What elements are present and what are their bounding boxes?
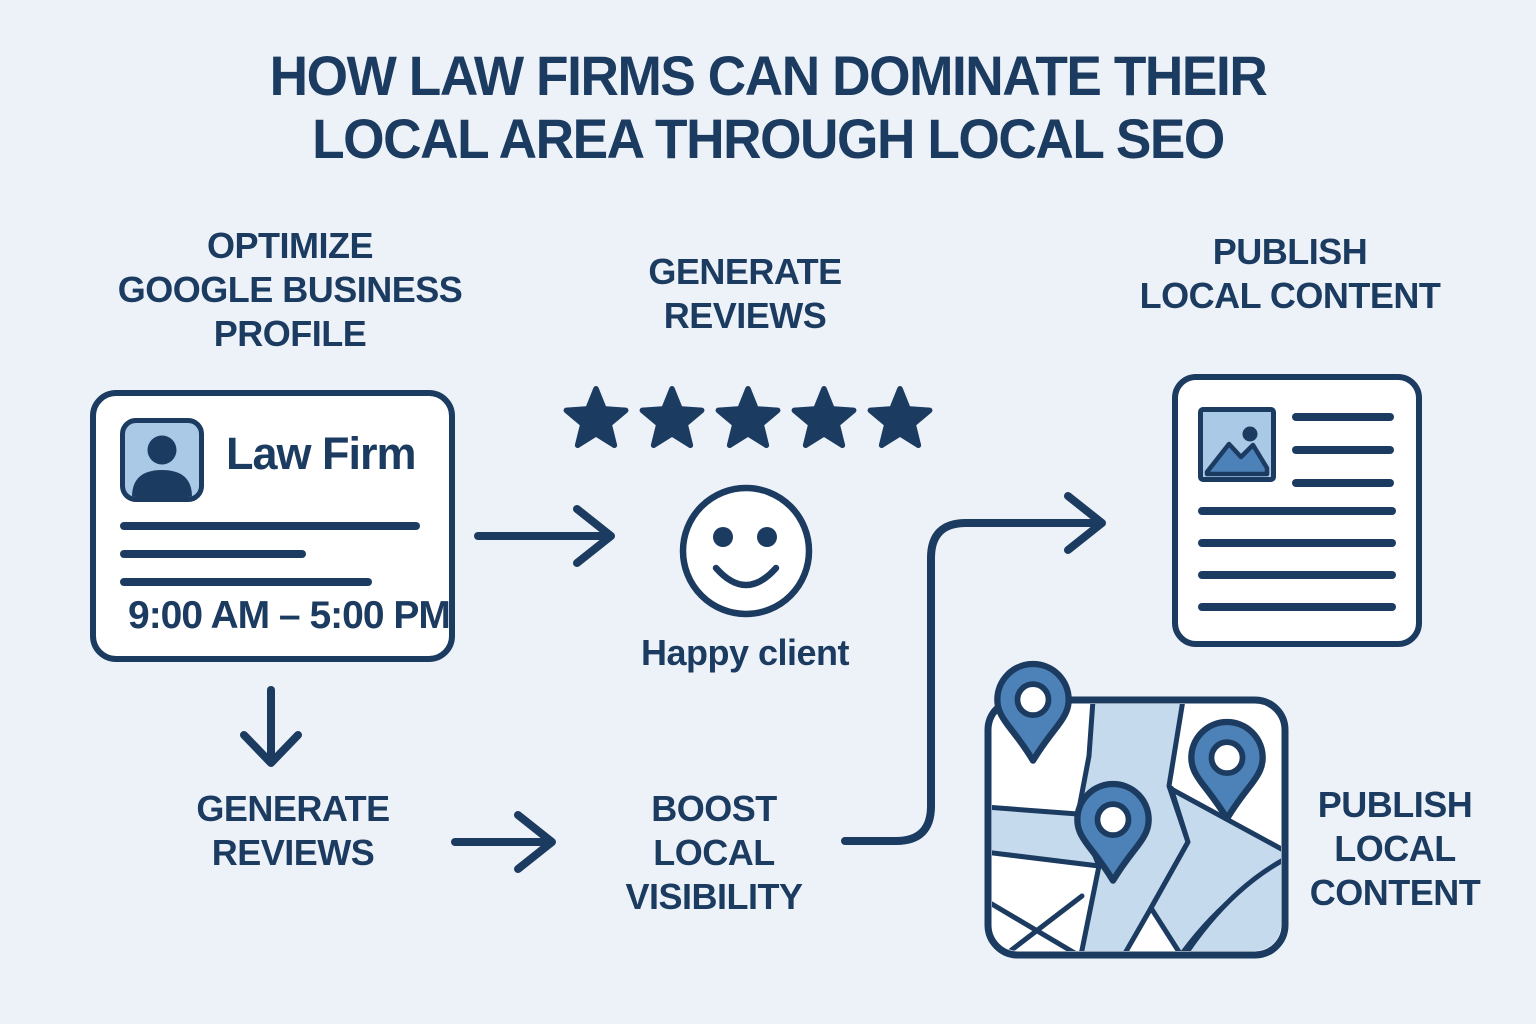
text-line-placeholder — [120, 550, 306, 558]
arrow-right-icon — [474, 505, 615, 567]
star-icon — [639, 386, 705, 449]
business-name: Law Firm — [226, 428, 417, 479]
arrow-down-icon — [240, 686, 302, 767]
star-icon — [563, 386, 629, 449]
article-text-line — [1292, 479, 1394, 487]
section-heading-publish-content: PUBLISH LOCAL CONTENT — [1139, 231, 1441, 316]
article-text-line — [1292, 446, 1394, 454]
star-rating — [552, 386, 944, 454]
flow-label-publish-content: PUBLISH LOCAL CONTENT — [1309, 784, 1481, 913]
flow-label-boost-visibility: BOOST LOCAL VISIBILITY — [625, 788, 803, 917]
person-avatar-icon — [120, 418, 204, 502]
business-profile-card: Law Firm 9:00 AM – 5:00 PM — [90, 390, 455, 662]
article-card — [1172, 374, 1422, 647]
text-line-placeholder — [120, 522, 420, 530]
section-heading-generate-reviews: GENERATE REVIEWS — [648, 251, 842, 336]
page-title: HOW LAW FIRMS CAN DOMINATE THEIR LOCAL A… — [269, 44, 1268, 171]
article-text-line — [1198, 539, 1396, 547]
image-placeholder-icon — [1198, 407, 1276, 482]
happy-client-caption: Happy client — [640, 632, 850, 673]
mountains-sun-icon — [1204, 426, 1270, 477]
flow-label-generate-reviews: GENERATE REVIEWS — [196, 788, 390, 873]
business-hours: 9:00 AM – 5:00 PM — [128, 594, 451, 637]
star-icon — [791, 386, 857, 449]
person-icon — [132, 435, 192, 497]
text-line-placeholder — [120, 578, 372, 586]
article-text-line — [1198, 571, 1396, 579]
section-heading-optimize-gbp: OPTIMIZE GOOGLE BUSINESS PROFILE — [117, 225, 463, 354]
article-text-line — [1198, 507, 1396, 515]
article-text-line — [1198, 603, 1396, 611]
article-text-line — [1292, 413, 1394, 421]
star-icon — [867, 386, 933, 449]
smiley-face-icon — [679, 484, 813, 618]
star-icon — [715, 386, 781, 449]
